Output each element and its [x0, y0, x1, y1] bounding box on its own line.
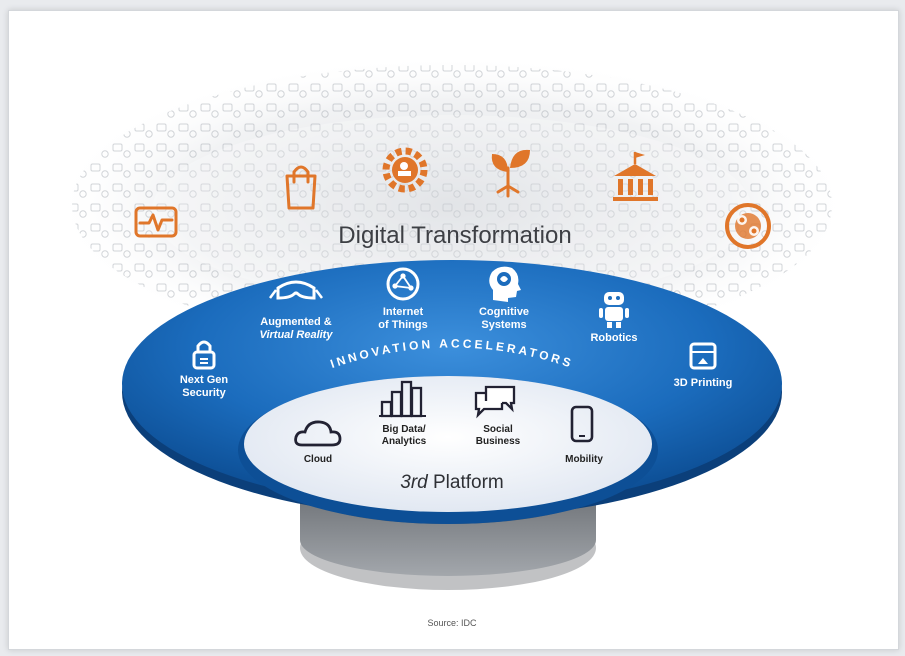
security-label-line2: Security	[182, 387, 226, 399]
mobility-label: Mobility	[565, 454, 603, 465]
globe-network-icon	[386, 267, 420, 301]
social-label-line1: Social	[483, 424, 513, 435]
iot-accelerator: Internet of Things	[378, 267, 428, 331]
cloud-label: Cloud	[304, 454, 332, 465]
gear-worker-icon	[382, 147, 428, 193]
ar-vr-label-line2: Virtual Reality	[260, 329, 334, 341]
ar-vr-accelerator: Augmented & Virtual Reality	[260, 280, 334, 341]
cognitive-label-line1: Cognitive	[479, 306, 529, 318]
digital-transformation-title: Digital Transformation	[338, 222, 571, 249]
robot-icon	[599, 292, 629, 328]
security-label-line1: Next Gen	[180, 374, 229, 386]
smartphone-icon	[570, 405, 594, 443]
social-label-line2: Business	[476, 436, 521, 447]
bigdata-item: Big Data/ Analytics	[379, 380, 427, 447]
source-caption: Source: IDC	[427, 618, 477, 628]
printer-3d-icon	[689, 342, 717, 370]
cognitive-label-line2: Systems	[481, 319, 526, 331]
bar-chart-icon	[379, 380, 426, 418]
shopping-bag-icon	[285, 165, 317, 210]
bigdata-label-line1: Big Data/	[382, 424, 426, 435]
iot-label-line1: Internet	[383, 306, 424, 318]
chat-bubbles-icon	[474, 385, 516, 419]
robotics-label: Robotics	[590, 332, 637, 344]
third-platform-title: 3rd Platform	[400, 472, 504, 493]
plant-energy-icon	[491, 149, 530, 198]
third-platform-disc	[238, 376, 658, 524]
finance-globe-icon	[725, 203, 771, 249]
government-building-icon	[613, 152, 658, 201]
printing-label: 3D Printing	[674, 377, 733, 389]
iot-label-line2: of Things	[378, 319, 428, 331]
bigdata-label-line2: Analytics	[382, 436, 427, 447]
heart-monitor-icon	[134, 206, 178, 238]
padlock-icon	[192, 340, 216, 370]
cloud-icon	[294, 420, 342, 447]
mobility-item: Mobility	[565, 405, 603, 465]
background-icon-cloud	[52, 55, 852, 355]
ar-vr-label-line1: Augmented &	[260, 316, 332, 328]
social-item: Social Business	[474, 385, 521, 447]
brain-head-icon	[489, 266, 521, 302]
cognitive-accelerator: Cognitive Systems	[479, 266, 529, 331]
printing-accelerator: 3D Printing	[674, 342, 733, 389]
vr-goggles-icon	[269, 280, 323, 300]
cloud-item: Cloud	[294, 420, 342, 465]
robotics-accelerator: Robotics	[590, 292, 638, 344]
security-accelerator: Next Gen Security	[180, 340, 229, 399]
